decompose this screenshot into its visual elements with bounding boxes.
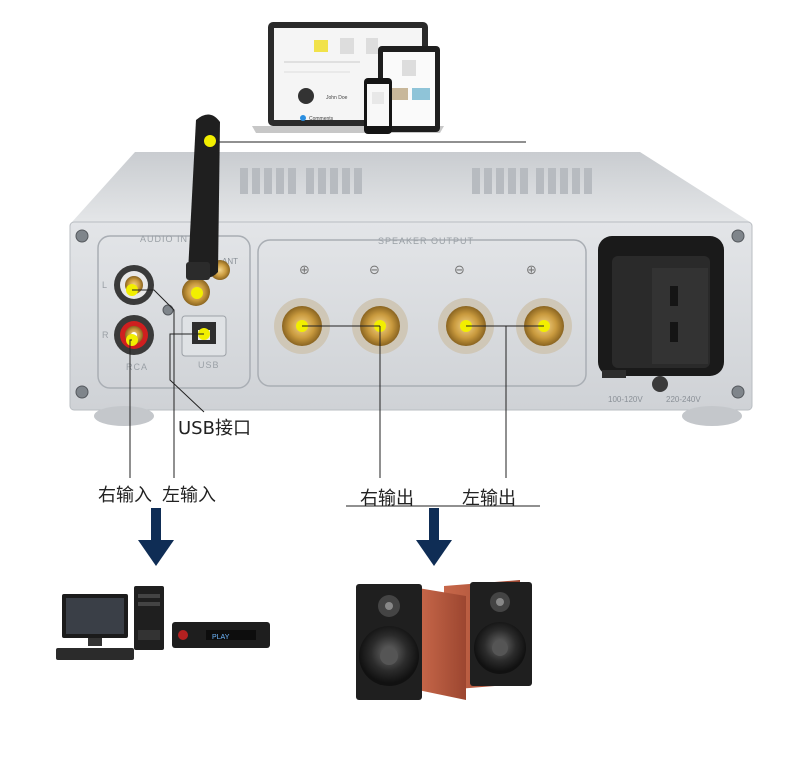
media-player-icon: PLAY <box>172 622 270 648</box>
callout-lines <box>129 289 544 507</box>
marker-antenna <box>204 135 216 147</box>
laptop-author-text: John Doe <box>326 95 348 101</box>
minus-mark-1: ⊖ <box>369 263 380 278</box>
antenna-icon <box>186 114 220 280</box>
power-switch[interactable] <box>602 370 626 378</box>
speakers-icon <box>356 580 532 700</box>
minus-mark-2: ⊖ <box>454 263 465 278</box>
computer-icon <box>56 586 164 660</box>
left-input-label: 左输入 <box>162 485 216 506</box>
down-arrow-right <box>416 508 452 566</box>
phone-icon <box>364 78 392 134</box>
power-inlet[interactable] <box>598 236 724 392</box>
speaker-left <box>356 584 466 700</box>
voltage-label-2: 220-240V <box>666 395 701 404</box>
usb-port-label: USB接口 <box>178 418 251 439</box>
laptop-comments-text: Comments <box>309 116 334 122</box>
tablet-icon <box>378 46 440 132</box>
right-input-label: 右输入 <box>98 485 152 506</box>
plus-mark-1: ⊕ <box>299 263 310 278</box>
right-channel-mark: R <box>102 330 110 340</box>
marker-antenna-connector <box>191 287 203 299</box>
down-arrow-left <box>138 508 174 566</box>
left-output-label: 左输出 <box>462 488 516 509</box>
devices-illustration: John Doe Comments <box>252 22 444 134</box>
amplifier-chassis: AUDIO IN L R RCA USB ANT <box>69 114 753 426</box>
voltage-label-1: 100-120V <box>608 395 643 404</box>
left-channel-mark: L <box>102 280 108 290</box>
player-screen-text: PLAY <box>212 634 230 641</box>
plus-mark-2: ⊕ <box>526 263 537 278</box>
ant-label: ANT <box>222 257 238 266</box>
rca-label: RCA <box>126 362 148 372</box>
audio-input-label: AUDIO IN <box>140 234 188 244</box>
speaker-output-label: SPEAKER OUTPUT <box>378 236 474 246</box>
usb-label: USB <box>198 360 220 370</box>
right-output-label: 右输出 <box>360 488 414 509</box>
